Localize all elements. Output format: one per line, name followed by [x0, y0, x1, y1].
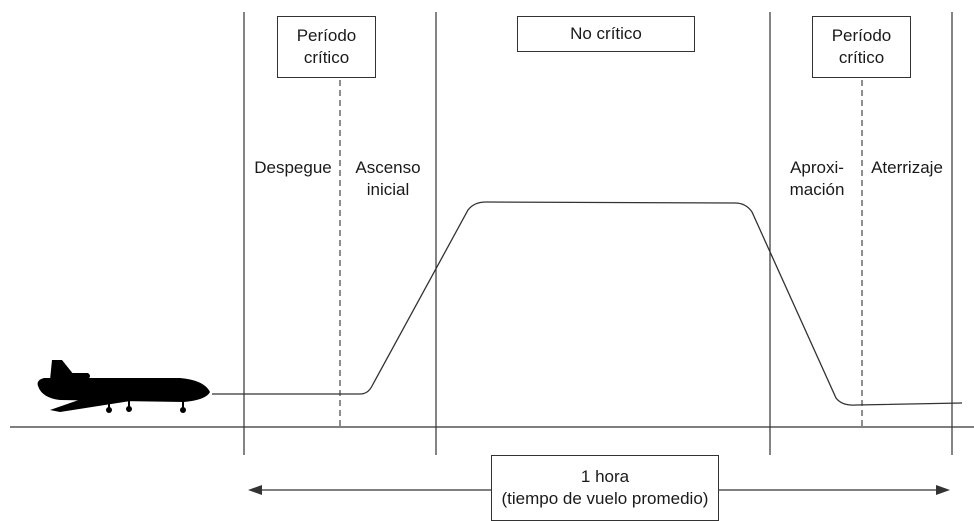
critical-period-left-line2: crítico: [303, 48, 350, 67]
takeoff-text: Despegue: [254, 158, 332, 177]
flight-profile-curve: [212, 201, 963, 406]
duration-arrow-left-head: [248, 485, 262, 495]
non-critical-label: No crítico: [570, 24, 642, 43]
critical-period-box-left: Período crítico: [277, 16, 376, 78]
critical-period-box-right: Período crítico: [812, 16, 911, 78]
airplane-silhouette-icon: [37, 360, 210, 413]
duration-box: 1 hora (tiempo de vuelo promedio): [491, 455, 719, 521]
critical-period-left-line1: Período: [296, 26, 357, 45]
initial-climb-line2: inicial: [366, 180, 410, 199]
initial-climb-line1: Ascenso: [355, 158, 421, 177]
phase-initial-climb-label: Ascenso inicial: [348, 157, 428, 201]
phase-approach-label: Aproxi- mación: [778, 157, 856, 201]
phase-landing-label: Aterrizaje: [864, 157, 950, 179]
approach-line2: mación: [789, 180, 845, 199]
duration-line2: (tiempo de vuelo promedio): [501, 489, 709, 508]
duration-line1: 1 hora: [580, 467, 630, 486]
critical-period-right-line2: crítico: [838, 48, 885, 67]
landing-text: Aterrizaje: [871, 158, 943, 177]
approach-line1: Aproxi-: [790, 158, 844, 177]
phase-takeoff-label: Despegue: [250, 157, 336, 179]
critical-period-right-line1: Período: [831, 26, 892, 45]
non-critical-period-box: No crítico: [517, 16, 695, 52]
duration-arrow-right-head: [936, 485, 950, 495]
